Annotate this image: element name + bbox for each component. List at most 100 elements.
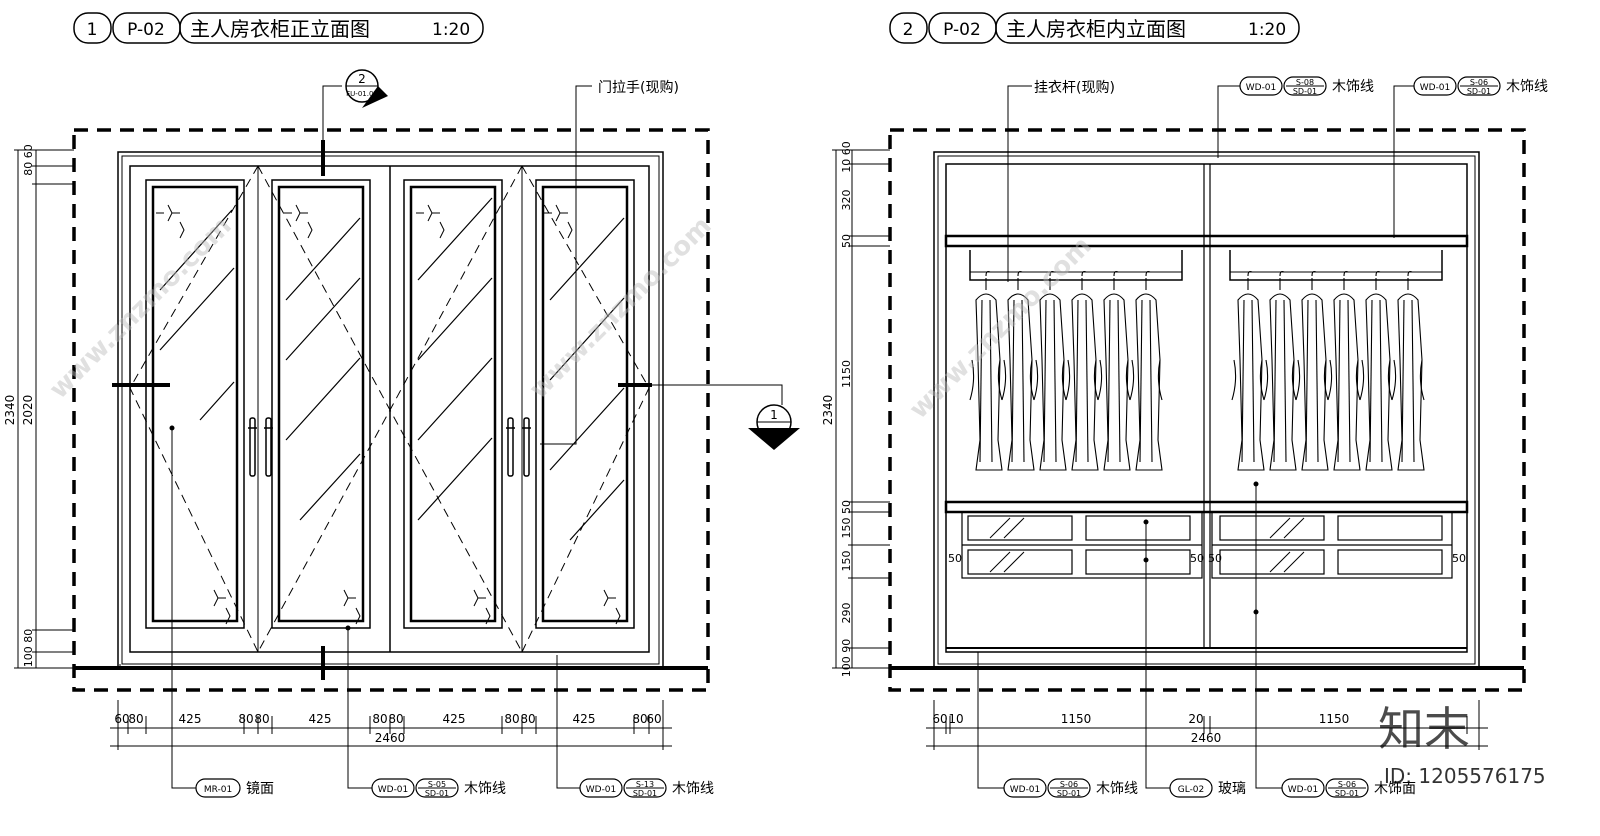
- left-sheet: P-02: [127, 20, 165, 40]
- right-vertical-dim: 50: [840, 500, 853, 514]
- left-dim-total: 2340: [3, 395, 17, 426]
- left-total-width: 2460: [375, 731, 406, 745]
- right-bdim-3: 1150: [1061, 712, 1092, 726]
- left-tag-trim-1: WD-01 S-05 SD-01 木饰线: [371, 778, 506, 798]
- section-top-code: FU-01.02: [346, 90, 378, 98]
- right-top-tag-2: WD-01 S-06 SD-01 木饰线: [1413, 76, 1548, 96]
- left-bottom-dim: 80: [504, 712, 519, 726]
- section-top-num: 2: [358, 72, 366, 86]
- garment: [1001, 270, 1035, 471]
- right-vertical-dim: 290: [840, 603, 853, 624]
- svg-text:SD-01: SD-01: [1057, 789, 1081, 798]
- right-vertical-dim: 50: [840, 234, 853, 248]
- hanging-garments: [969, 270, 1425, 471]
- svg-text:SD-01: SD-01: [1293, 87, 1317, 96]
- right-bdim-5: 1150: [1319, 712, 1350, 726]
- left-bottom-dim: 80: [254, 712, 269, 726]
- right-vertical-dim: 320: [840, 190, 853, 211]
- left-bottom-dim: 80: [238, 712, 253, 726]
- svg-text:S-06: S-06: [1470, 78, 1488, 87]
- garment: [1295, 270, 1329, 471]
- svg-text:SD-01: SD-01: [1335, 789, 1359, 798]
- svg-text:木饰线: 木饰线: [1506, 79, 1548, 95]
- svg-text:木饰线: 木饰线: [672, 781, 714, 797]
- svg-text:S-06: S-06: [1060, 780, 1078, 789]
- right-tag-trim: WD-01 S-06 SD-01 木饰线: [1003, 778, 1138, 798]
- right-bdim-4: 20: [1188, 712, 1203, 726]
- section-right-num: 1: [770, 408, 778, 422]
- left-index: 1: [87, 20, 98, 40]
- right-bdim-1: 60: [932, 712, 947, 726]
- left-vertical-dimensions: [14, 149, 74, 669]
- left-bottom-dim: 80: [520, 712, 535, 726]
- svg-text:WD-01: WD-01: [1246, 83, 1277, 93]
- svg-text:木饰线: 木饰线: [1332, 79, 1374, 95]
- svg-text:木饰线: 木饰线: [464, 781, 506, 797]
- svg-text:SD-01: SD-01: [425, 789, 449, 798]
- svg-text:木饰线: 木饰线: [1096, 781, 1138, 797]
- garment: [1359, 270, 1393, 471]
- section-marker-right: 1 FU-01.01: [748, 404, 800, 450]
- right-index: 2: [903, 20, 914, 40]
- drawer-dim-1: 50: [948, 552, 962, 565]
- svg-text:S-08: S-08: [1296, 78, 1314, 87]
- right-title: 主人房衣柜内立面图: [1006, 17, 1186, 41]
- left-title-block: 1 P-02 主人房衣柜正立面图 1:20: [73, 12, 484, 44]
- left-bottom-dim: 60: [646, 712, 661, 726]
- left-tag-mirror: MR-01 镜面: [195, 778, 274, 798]
- left-scale: 1:20: [432, 20, 470, 40]
- svg-text:MR-01: MR-01: [204, 785, 232, 795]
- garment: [1033, 270, 1067, 471]
- left-bottom-dim: 425: [309, 712, 332, 726]
- garment: [1097, 270, 1131, 471]
- garment: [1129, 270, 1163, 471]
- right-vertical-dimensions: [832, 149, 890, 669]
- watermark-id: ID: 1205576175: [1384, 764, 1546, 788]
- garment: [1327, 270, 1361, 471]
- right-elevation: [888, 85, 1526, 789]
- handle-callout: 门拉手(现购): [598, 80, 679, 96]
- rod-callout: 挂衣杆(现购): [1034, 80, 1115, 96]
- svg-text:WD-01: WD-01: [1420, 83, 1451, 93]
- right-total-width: 2460: [1191, 731, 1222, 745]
- svg-text:WD-01: WD-01: [1010, 785, 1041, 795]
- right-dim-total: 2340: [821, 395, 835, 426]
- left-dim-top: 80 60: [22, 144, 35, 176]
- left-dim-inner: 2020: [21, 395, 35, 426]
- right-vertical-dim: 150: [840, 551, 853, 572]
- right-tag-veneer: WD-01 S-06 SD-01 木饰面: [1281, 778, 1416, 798]
- drawer-dim-3: 50: [1208, 552, 1222, 565]
- left-dim-bottom: 100 80: [22, 629, 35, 668]
- left-elevation: [72, 85, 783, 789]
- svg-text:WD-01: WD-01: [378, 785, 409, 795]
- watermark-logo: 知末: [1378, 702, 1470, 756]
- right-bottom-dimension-lines: [926, 700, 1488, 750]
- svg-text:镜面: 镜面: [246, 781, 274, 797]
- left-bottom-dim: 425: [443, 712, 466, 726]
- left-bottom-dim: 60: [114, 712, 129, 726]
- section-right-code: FU-01.01: [758, 427, 790, 435]
- svg-text:SD-01: SD-01: [1467, 87, 1491, 96]
- right-bdim-2: 10: [948, 712, 963, 726]
- svg-text:S-05: S-05: [428, 780, 446, 789]
- watermark-site-2: www.znzmo.com: [524, 211, 718, 405]
- garment: [1391, 270, 1425, 471]
- svg-text:WD-01: WD-01: [586, 785, 617, 795]
- left-bottom-dim: 80: [388, 712, 403, 726]
- right-vertical-dim: 100 90: [840, 639, 853, 678]
- garment: [1231, 270, 1265, 471]
- drawer-dim-2: 50: [1190, 552, 1204, 565]
- svg-text:GL-02: GL-02: [1178, 785, 1205, 795]
- right-scale: 1:20: [1248, 20, 1286, 40]
- svg-text:SD-01: SD-01: [633, 789, 657, 798]
- left-bottom-dim: 80: [128, 712, 143, 726]
- right-title-block: 2 P-02 主人房衣柜内立面图 1:20: [889, 12, 1300, 44]
- left-bottom-dim: 80: [372, 712, 387, 726]
- garment: [1263, 270, 1297, 471]
- right-sheet: P-02: [943, 20, 981, 40]
- right-vertical-dim: 150: [840, 518, 853, 539]
- garment: [969, 270, 1003, 471]
- svg-text:WD-01: WD-01: [1288, 785, 1319, 795]
- garment: [1065, 270, 1099, 471]
